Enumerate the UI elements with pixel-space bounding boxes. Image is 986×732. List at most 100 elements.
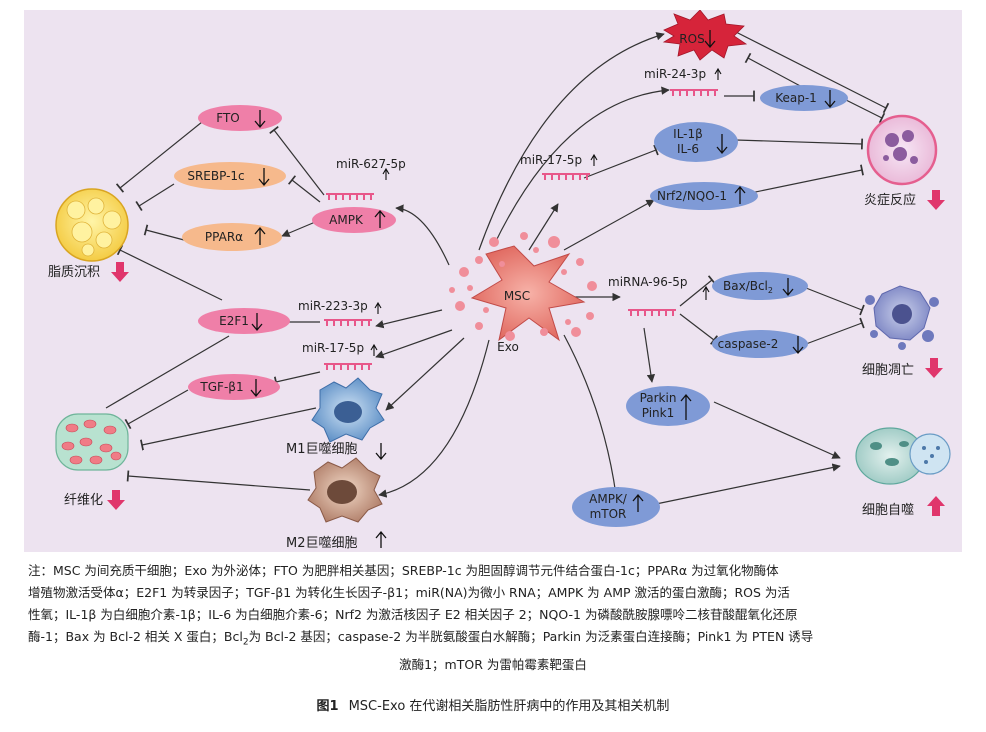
mir96-label: miRNA-96-5p [608, 275, 687, 289]
inflammation-down-arrow-icon [927, 190, 945, 210]
notes-line-4-subscript: 2 [242, 637, 249, 648]
srebp-label: SREBP-1c [187, 169, 244, 183]
notes-line-4: 酶-1；Bax 为 Bcl-2 相关 X 蛋白；Bcl2为 Bcl-2 基因；c… [28, 626, 958, 654]
mir223-label: miR-223-3p [298, 299, 368, 313]
mir627-strand-icon [326, 193, 374, 200]
ppar-node: PPARα [182, 223, 282, 251]
caspase-down-arrow-icon [792, 336, 804, 355]
ppar-up-arrow-icon [254, 226, 266, 245]
apoptosis-cell: 细胞凋亡 [862, 285, 943, 378]
ros-node: ROS [662, 10, 748, 61]
notes-line-2: 增殖物激活受体α；E2F1 为转录因子；TGF-β1 为转化生长因子-β1；mi… [28, 585, 790, 600]
ppar-label: PPARα [205, 230, 243, 244]
mir627-up-arrow-icon [382, 167, 390, 180]
il1b-label: IL-1β [673, 127, 703, 141]
mir96-strand-icon [628, 309, 676, 316]
keap-label: Keap-1 [775, 91, 817, 105]
m1-macrophage: M1巨噬细胞 [286, 377, 387, 461]
mir627-label: miR-627-5p [336, 157, 406, 171]
autophagy-up-arrow-icon [927, 496, 945, 516]
figure-notes: 注：MSC 为间充质干细胞；Exo 为外泌体；FTO 为肥胖相关基因；SREBP… [28, 560, 958, 676]
exo-label: Exo [497, 340, 519, 354]
notes-line-5: 激酶1；mTOR 为雷帕霉素靶蛋白 [399, 656, 587, 672]
pink1-label: Pink1 [642, 406, 675, 420]
ros-burst-icon [662, 10, 748, 61]
parkin-node: Parkin Pink1 [626, 386, 710, 426]
notes-line-3: 性氧；IL-1β 为白细胞介素-1β；IL-6 为白细胞介素-6；Nrf2 为激… [28, 607, 798, 622]
ampk-mtor-label-1: AMPK/ [589, 492, 628, 506]
fto-node: FTO [198, 105, 282, 131]
bax-subscript: 2 [768, 286, 773, 295]
mir17-left-label: miR-17-5p [302, 341, 364, 355]
keap-node: Keap-1 [760, 85, 848, 111]
autophagy-cell: 细胞自噬 [855, 427, 951, 518]
caspase-node: caspase-2 [712, 330, 808, 358]
mir17-right-up-arrow-icon [590, 153, 598, 166]
e2f1-label: E2F1 [219, 314, 249, 328]
nrf2-up-arrow-icon [734, 185, 746, 204]
fibrosis-label: 纤维化 [64, 493, 103, 508]
m1-label: M1巨噬细胞 [286, 442, 358, 457]
mir17-right-strand-icon [542, 173, 590, 180]
fibrosis-down-arrow-icon [107, 490, 125, 510]
ampk-mtor-node: AMPK/ mTOR [572, 487, 660, 527]
mir24-strand-icon [670, 89, 718, 96]
il6-label: IL-6 [677, 142, 699, 156]
il-down-arrow-icon [716, 134, 728, 155]
ros-label: ROS [679, 32, 704, 46]
figure-title: MSC-Exo 在代谢相关脂肪性肝病中的作用及其相关机制 [348, 699, 670, 714]
ampk-label: AMPK [329, 213, 364, 227]
lipid-label: 脂质沉积 [48, 265, 100, 280]
fto-down-arrow-icon [254, 110, 266, 129]
ampk-up-arrow-icon [374, 209, 386, 228]
inflammation-cell: 炎症反应 [864, 114, 945, 210]
e2f1-down-arrow-icon [251, 313, 263, 332]
connectors [105, 29, 890, 505]
bax-label: Bax/Bcl2 [723, 279, 773, 295]
mir17-left-group: miR-17-5p [302, 341, 378, 370]
il-node: IL-1β IL-6 [654, 122, 738, 162]
mir24-up-arrow-icon [714, 67, 722, 80]
mir24-label: miR-24-3p [644, 67, 706, 81]
caspase-label: caspase-2 [718, 337, 779, 351]
m2-up-arrow-icon [375, 530, 387, 548]
ros-down-arrow-icon [704, 30, 716, 49]
apoptosis-down-arrow-icon [925, 358, 943, 378]
m2-label: M2巨噬细胞 [286, 536, 358, 551]
tgf-label: TGF-β1 [199, 380, 243, 394]
notes-line-1: 注：MSC 为间充质干细胞；Exo 为外泌体；FTO 为肥胖相关基因；SREBP… [28, 563, 779, 578]
mir627-group: miR-627-5p [326, 157, 406, 200]
autophagosome-icon [909, 433, 951, 475]
figure-number: 图1 [316, 699, 339, 714]
msc-exo-cluster: MSC Exo [449, 232, 597, 354]
ampk-mtor-up-arrow-icon [632, 493, 644, 512]
e2f1-node: E2F1 [198, 308, 290, 334]
ampk-node: AMPK [312, 207, 396, 233]
lipid-down-arrow-icon [111, 262, 129, 282]
m2-macrophage: M2巨噬细胞 [286, 457, 387, 551]
autophagy-label: 细胞自噬 [862, 503, 914, 518]
inflammation-label: 炎症反应 [864, 192, 916, 208]
fibrosis-tissue: 纤维化 [55, 413, 129, 510]
bax-node: Bax/Bcl2 [712, 272, 808, 300]
mir24-group: miR-24-3p [644, 67, 722, 96]
figure-caption: 图1 MSC-Exo 在代谢相关脂肪性肝病中的作用及其相关机制 [0, 695, 986, 714]
srebp-node: SREBP-1c [174, 162, 286, 190]
bax-text: Bax/Bcl [723, 279, 768, 293]
ampk-mtor-label-2: mTOR [590, 507, 627, 521]
tgf-down-arrow-icon [250, 379, 262, 398]
bax-down-arrow-icon [782, 278, 794, 297]
lipid-deposition-cell: 脂质沉积 [48, 188, 129, 282]
tgf-node: TGF-β1 [188, 374, 280, 400]
mir17-left-strand-icon [324, 363, 372, 370]
keap-down-arrow-icon [824, 90, 836, 109]
m1-down-arrow-icon [375, 443, 387, 461]
notes-line-4b: 为 Bcl-2 基因；caspase-2 为半胱氨酸蛋白水解酶；Parkin 为… [248, 629, 814, 644]
msc-label: MSC [504, 289, 530, 303]
fto-label: FTO [216, 111, 239, 125]
mir223-strand-icon [324, 319, 372, 326]
mir17-right-label: miR-17-5p [520, 153, 582, 167]
apoptosis-label: 细胞凋亡 [862, 363, 914, 378]
mir17-right-group: miR-17-5p [520, 153, 598, 180]
nrf2-label: Nrf2/NQO-1 [657, 189, 727, 203]
